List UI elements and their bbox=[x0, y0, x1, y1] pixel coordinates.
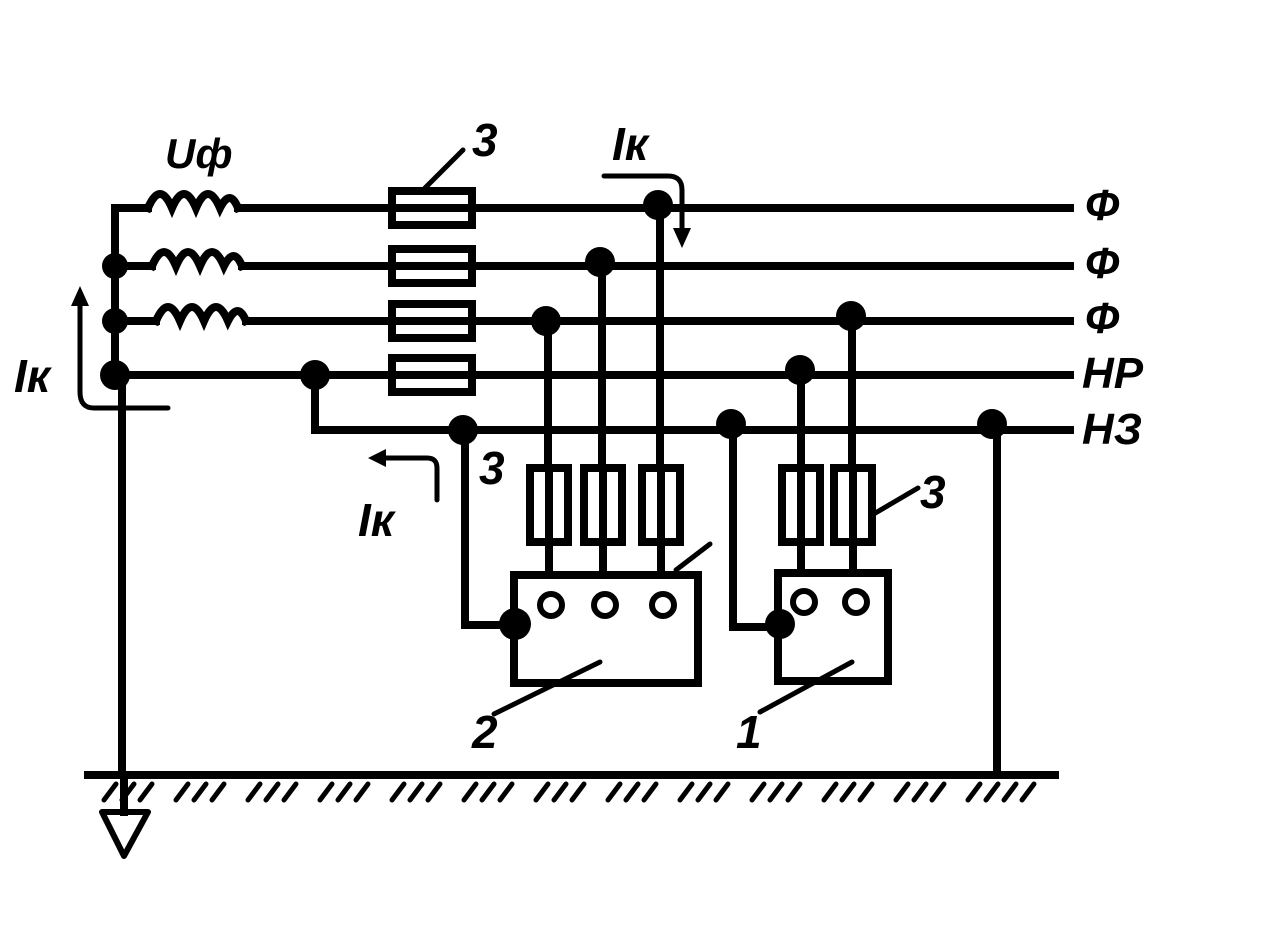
c1-terminal-2 bbox=[842, 588, 870, 616]
earth-hatching bbox=[101, 781, 1037, 803]
repeat-grounding bbox=[977, 409, 1007, 777]
fuse-label-consumer1: 3 bbox=[920, 466, 946, 518]
ground-symbol bbox=[99, 809, 151, 859]
labels: Uф Iк Iк Iк 3 3 3 2 1 Ф Ф Ф НР НЗ bbox=[14, 114, 1144, 758]
main-lines bbox=[111, 204, 1074, 434]
fuse-leader-line bbox=[422, 147, 466, 191]
ik-arrow-phase-shaft bbox=[601, 173, 685, 237]
ik-arrow-return-shaft bbox=[379, 455, 440, 503]
source-node-b bbox=[102, 253, 128, 279]
consumer-two-group bbox=[448, 190, 713, 717]
winding-c-coil bbox=[150, 303, 252, 332]
consumer2-ground-node bbox=[499, 608, 531, 640]
winding-a-coil bbox=[142, 190, 244, 219]
fault-current-label-source: Iк bbox=[14, 350, 53, 402]
line-label-phase-a: Ф bbox=[1085, 181, 1120, 230]
fuse-label-top: 3 bbox=[472, 114, 498, 166]
nz-to-consumer1 bbox=[729, 420, 782, 631]
line-label-protective-neutral: НЗ bbox=[1082, 405, 1142, 454]
consumer-one-group bbox=[716, 301, 921, 715]
consumer2-leader bbox=[491, 659, 603, 717]
terminal-2 bbox=[591, 591, 619, 619]
ik-arrow-source-shaft bbox=[77, 299, 171, 411]
ik-arrow-return-head bbox=[368, 449, 386, 467]
ik-arrow-phase-head bbox=[673, 228, 691, 248]
fault-current-arrows bbox=[71, 173, 691, 503]
consumer1-ground-node bbox=[765, 609, 795, 639]
nz-repeat-ground-node bbox=[977, 409, 1007, 439]
line-fuses bbox=[388, 147, 476, 396]
neutral-split-node bbox=[300, 360, 330, 390]
protective-neutral-branch bbox=[311, 371, 1074, 434]
line-label-phase-c: Ф bbox=[1085, 294, 1120, 343]
transformer-source bbox=[100, 190, 252, 779]
fault-current-label-return: Iк bbox=[358, 494, 397, 546]
consumer-two-label: 2 bbox=[471, 706, 498, 758]
fuse-label-consumer2: 3 bbox=[479, 442, 505, 494]
line-label-working-neutral: НР bbox=[1082, 349, 1144, 398]
c1-terminal-1 bbox=[790, 588, 818, 616]
ik-arrow-source-head bbox=[71, 286, 89, 306]
source-voltage-label: Uф bbox=[165, 130, 233, 177]
fault-current-label-phase: Iк bbox=[612, 118, 651, 170]
consumer-one-enclosure bbox=[774, 569, 892, 685]
winding-b-coil bbox=[146, 248, 248, 277]
fuse-leader-right bbox=[869, 485, 921, 518]
terminal-3 bbox=[649, 591, 677, 619]
source-node-c bbox=[102, 308, 128, 334]
consumer-one-label: 1 bbox=[736, 706, 762, 758]
fault-mark bbox=[673, 541, 713, 573]
nz-to-consumer2 bbox=[461, 426, 519, 629]
terminal-1 bbox=[537, 591, 565, 619]
line-label-phase-b: Ф bbox=[1085, 239, 1120, 288]
earth-ground bbox=[84, 771, 1059, 859]
consumer1-leader bbox=[757, 659, 855, 715]
